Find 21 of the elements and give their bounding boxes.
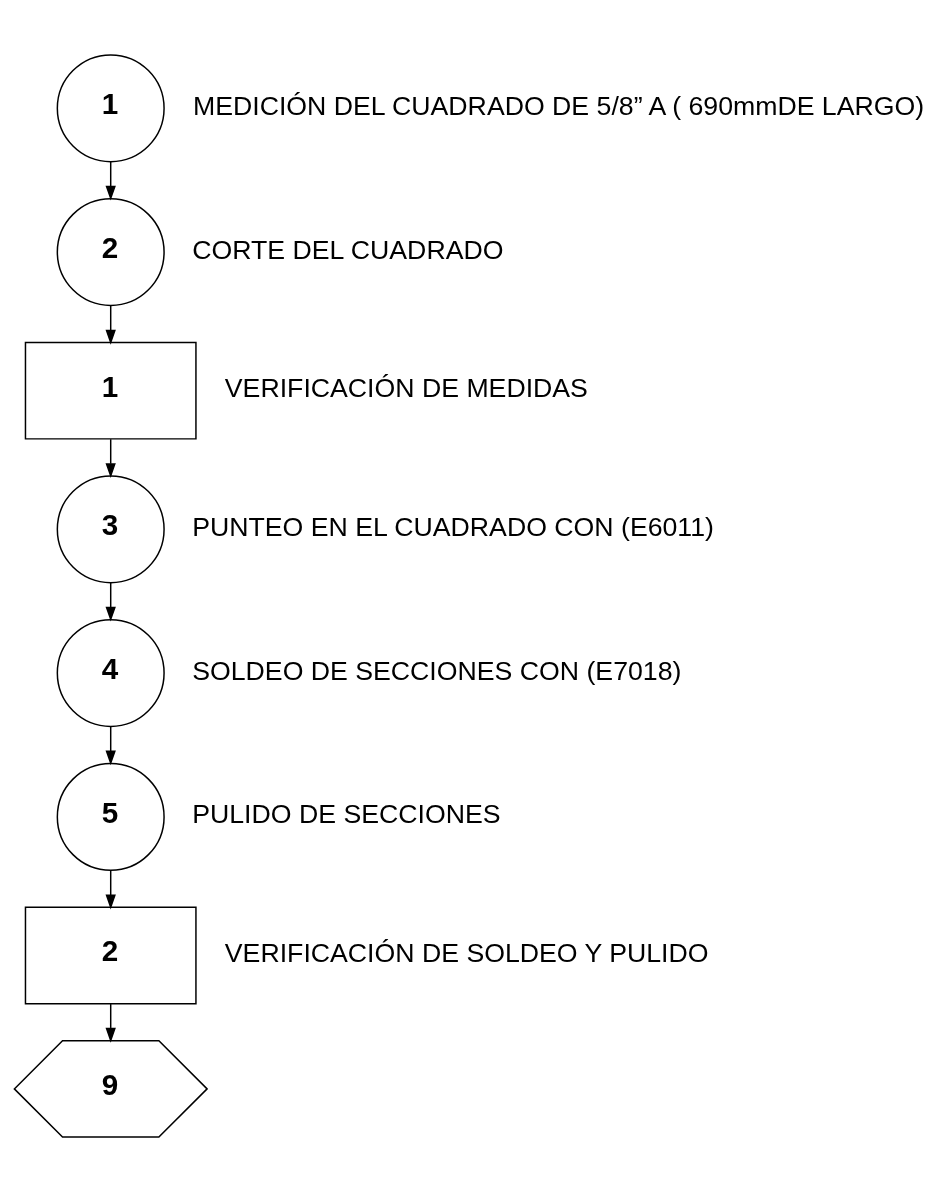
arrow [105, 438, 116, 478]
node-label: VERIFICACIÓN DE MEDIDAS [224, 372, 588, 403]
arrow [105, 160, 116, 201]
arrow [105, 725, 116, 765]
node-label: SOLDEO DE SECCIONES CON (E7018) [192, 655, 682, 686]
node-circle: 4 [56, 618, 165, 727]
node-label: MEDICIÓN DEL CUADRADO DE 5/8” A ( 690mmDE LARGO) [192, 90, 925, 121]
node-circle: 3 [56, 474, 165, 583]
node-label: VERIFICACIÓN DE SOLDEO Y PULIDO [224, 937, 709, 968]
node-label: PULIDO DE SECCIONES [192, 798, 501, 829]
arrow [105, 304, 116, 345]
node-label: CORTE DEL CUADRADO [192, 234, 504, 265]
arrow [105, 581, 116, 622]
node-box: 2 [24, 906, 197, 1004]
node-box: 1 [24, 341, 197, 440]
arrow [105, 1002, 116, 1043]
node-circle: 2 [56, 197, 165, 306]
node-label: PUNTEO EN EL CUADRADO CON (E6011) [192, 511, 714, 542]
node-circle: 1 [56, 53, 165, 162]
node-circle: 5 [56, 762, 165, 871]
arrow [105, 869, 116, 909]
